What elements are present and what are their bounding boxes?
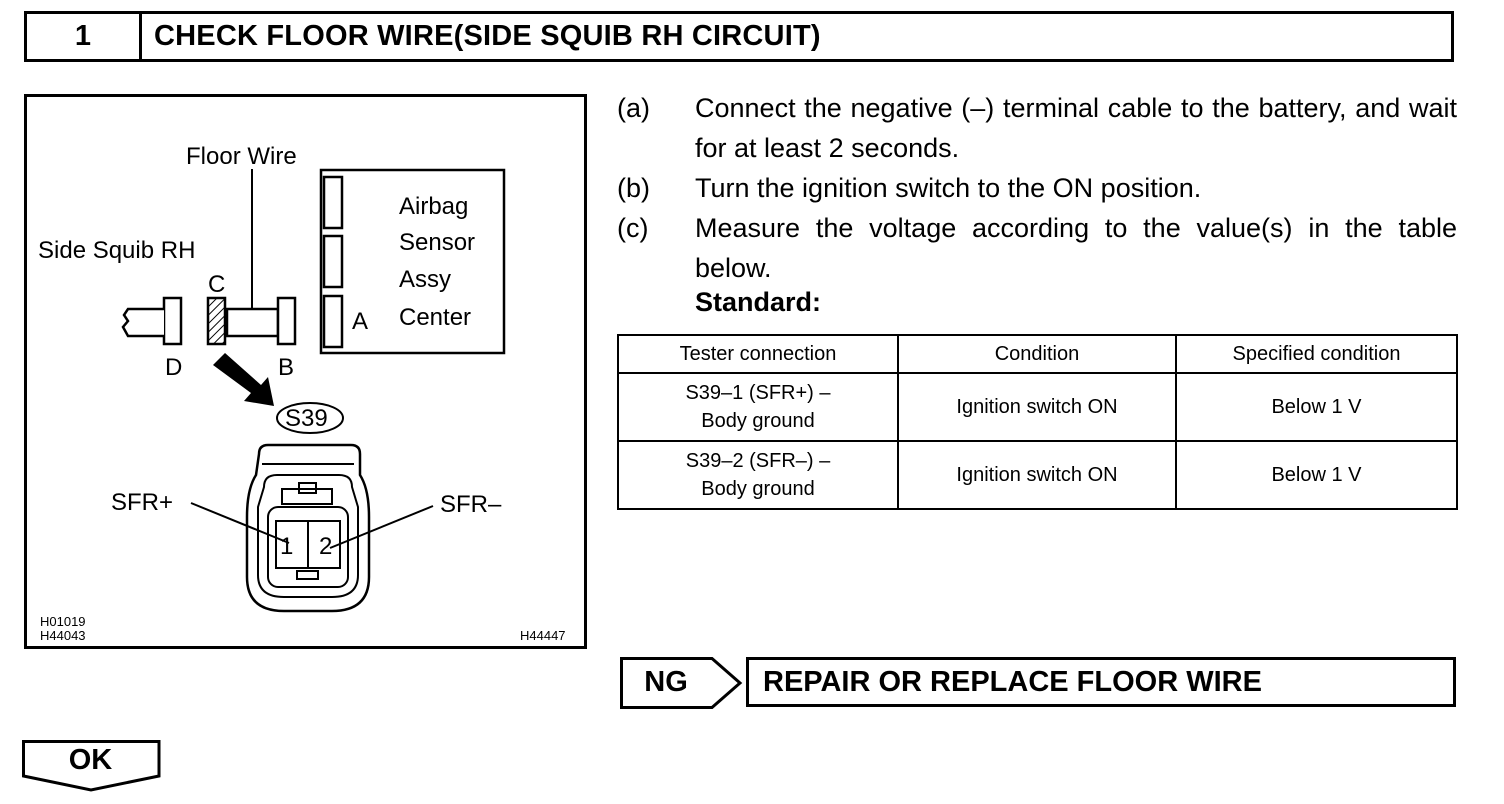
connector-b bbox=[276, 296, 297, 346]
spec-table: Tester connection Condition Specified co… bbox=[617, 334, 1458, 510]
ng-arrow-shape bbox=[620, 657, 743, 709]
connector-b-label: B bbox=[278, 354, 295, 381]
condition-cell: Ignition switch ON bbox=[897, 440, 1177, 510]
connector-d bbox=[162, 296, 183, 346]
condition-cell: Ignition switch ON bbox=[897, 372, 1177, 442]
connector-code-ellipse bbox=[276, 402, 344, 434]
step-b-text: Turn the ignition switch to the ON posit… bbox=[695, 173, 1202, 203]
airbag-label-line3: Assy bbox=[399, 266, 452, 293]
connector-d-label: D bbox=[165, 354, 183, 381]
connector-c bbox=[206, 296, 227, 346]
step-header: 1 CHECK FLOOR WIRE(SIDE SQUIB RH CIRCUIT… bbox=[24, 11, 1454, 62]
pin-minus-label: SFR– bbox=[440, 491, 502, 518]
table-header-row: Tester connection Condition Specified co… bbox=[617, 334, 1458, 374]
airbag-label-line2: Sensor bbox=[399, 229, 476, 256]
spec-cell: Below 1 V bbox=[1175, 440, 1458, 510]
pin-1-label: 1 bbox=[280, 533, 294, 560]
step-a: (a) Connect the negative (–) terminal ca… bbox=[617, 88, 1457, 168]
figure-code-right: H44447 bbox=[520, 628, 566, 643]
ok-marker: OK bbox=[22, 740, 162, 792]
header-condition: Condition bbox=[897, 334, 1177, 374]
figure-code-left: H01019 H44043 bbox=[40, 614, 86, 643]
header-tester-connection: Tester connection bbox=[617, 334, 899, 374]
tester-connection-cell: S39–2 (SFR–) – Body ground bbox=[617, 440, 899, 510]
airbag-label-line1: Airbag bbox=[399, 193, 469, 220]
ng-action-box: REPAIR OR REPLACE FLOOR WIRE bbox=[746, 657, 1456, 707]
connector-code: S39 bbox=[285, 405, 328, 432]
pin-plus-label: SFR+ bbox=[111, 489, 174, 516]
floor-wire-body bbox=[225, 307, 280, 338]
step-c-text: Measure the voltage according to the val… bbox=[695, 213, 1457, 283]
ng-label: NG bbox=[644, 665, 688, 698]
step-c-label: (c) bbox=[617, 213, 649, 243]
connector-a-label: A bbox=[352, 308, 369, 335]
airbag-label-line4: Center bbox=[399, 304, 472, 331]
sfr-plus-leader bbox=[190, 502, 290, 544]
standard-label: Standard: bbox=[695, 287, 822, 317]
step-a-text: Connect the negative (–) terminal cable … bbox=[695, 93, 1457, 163]
step-b: (b) Turn the ignition switch to the ON p… bbox=[617, 168, 1457, 208]
airbag-sensor-box bbox=[319, 168, 506, 355]
pin-2-label: 2 bbox=[319, 533, 333, 560]
step-number: 1 bbox=[27, 14, 142, 59]
side-squib-label: Side Squib RH bbox=[38, 237, 196, 264]
diagram-drawing bbox=[121, 168, 506, 613]
sfr-minus-leader bbox=[329, 505, 434, 549]
step-c: (c) Measure the voltage according to the… bbox=[617, 208, 1457, 288]
table-row: S39–1 (SFR+) – Body ground Ignition swit… bbox=[617, 372, 1458, 442]
tester-connection-cell: S39–1 (SFR+) – Body ground bbox=[617, 372, 899, 442]
header-specified-condition: Specified condition bbox=[1175, 334, 1458, 374]
pointer-arrow bbox=[213, 353, 274, 406]
ok-arrow-shape bbox=[22, 740, 161, 792]
sensor-connector-a bbox=[322, 294, 344, 349]
step-a-label: (a) bbox=[617, 93, 650, 123]
table-row: S39–2 (SFR–) – Body ground Ignition swit… bbox=[617, 440, 1458, 510]
procedure-steps: (a) Connect the negative (–) terminal ca… bbox=[617, 88, 1457, 288]
step-b-label: (b) bbox=[617, 173, 650, 203]
ok-label: OK bbox=[68, 744, 113, 776]
floor-wire-label: Floor Wire bbox=[186, 143, 297, 170]
spec-cell: Below 1 V bbox=[1175, 372, 1458, 442]
sensor-connector-2 bbox=[322, 234, 344, 289]
sensor-connector-1 bbox=[322, 175, 344, 230]
s39-connector bbox=[245, 443, 371, 613]
connector-c-label: C bbox=[208, 271, 226, 298]
wiring-diagram: Floor Wire Airbag Sensor Assy Center Sid… bbox=[24, 94, 587, 649]
side-squib-body bbox=[121, 307, 164, 338]
step-title: CHECK FLOOR WIRE(SIDE SQUIB RH CIRCUIT) bbox=[154, 20, 821, 52]
